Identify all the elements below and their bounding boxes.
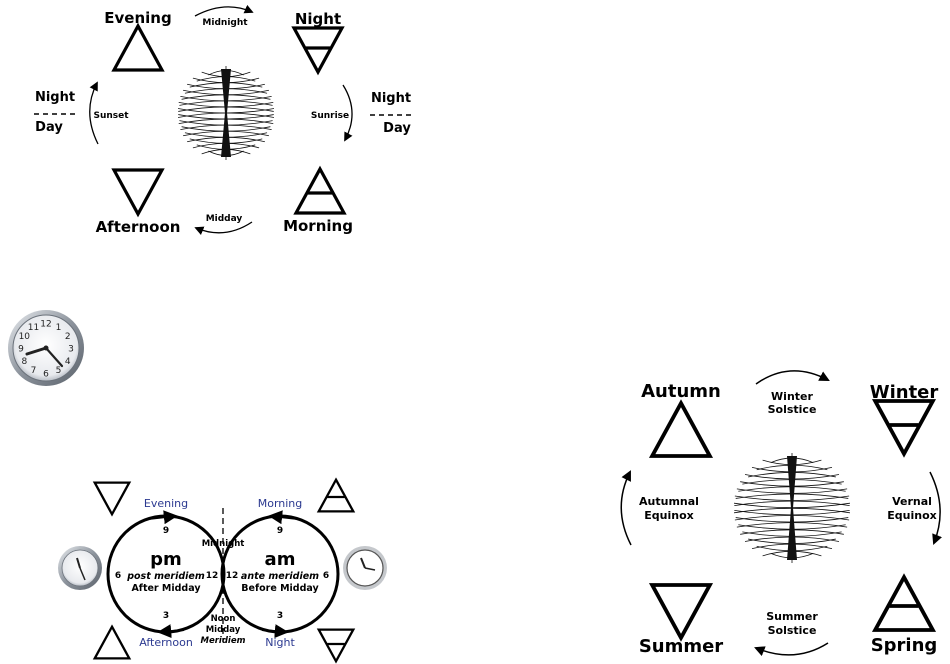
- am-title: am: [265, 549, 296, 570]
- pm-clock-icon: [58, 546, 102, 590]
- am-number-3: 3: [277, 611, 283, 621]
- night-label: Night: [295, 10, 341, 28]
- pm-evening-label: Evening: [144, 497, 188, 510]
- am-meaning: Before Midday: [241, 583, 319, 594]
- vernal-equinox-arrow: [929, 471, 942, 545]
- clock-number-1: 1: [56, 323, 62, 333]
- autumn-label: Autumn: [641, 381, 721, 402]
- clock-number-10: 10: [19, 332, 31, 342]
- clock-number-4: 4: [65, 357, 71, 367]
- air-triangle-icon-spring: [873, 575, 935, 632]
- spiral-axis: [221, 69, 231, 157]
- sunrise-arrow: [342, 84, 353, 142]
- midday-center-label: Midday: [206, 625, 241, 635]
- morning-label: Morning: [283, 217, 353, 235]
- meridiem-label: Meridiem: [201, 636, 246, 646]
- spiral-axis: [787, 456, 797, 560]
- clock-number-2: 2: [65, 332, 71, 342]
- am-morning-label: Morning: [258, 497, 303, 510]
- earth-triangle-icon-am-bottom: [317, 628, 355, 663]
- midday-arrow: [194, 221, 253, 235]
- fire-triangle-icon-autumn: [650, 401, 712, 458]
- clock-number-8: 8: [21, 357, 27, 367]
- pm-latin: post meridiem: [126, 571, 205, 582]
- fire-triangle-icon: [112, 24, 164, 72]
- seasons-diagram: Autumn Winter Summer Spring Winter Solst…: [620, 370, 942, 657]
- summer-solstice-label-2: Solstice: [768, 624, 817, 637]
- winter-solstice-label-2: Solstice: [768, 403, 817, 416]
- clock-number-12: 12: [40, 320, 51, 330]
- ampm-diagram: Evening Afternoon Morning Night 9 6 12 3…: [58, 478, 387, 663]
- water-triangle-icon-summer: [650, 583, 712, 640]
- clock-number-11: 11: [28, 323, 39, 333]
- winter-solstice-arrow: [755, 370, 830, 385]
- pm-number-6: 6: [115, 571, 121, 581]
- evening-label: Evening: [104, 9, 171, 27]
- autumnal-label-1: Autumnal: [639, 495, 699, 508]
- sunset-label: Sunset: [93, 111, 129, 121]
- earth-triangle-icon: [292, 26, 344, 74]
- pm-meaning: After Midday: [131, 583, 201, 594]
- right-day-label: Day: [383, 121, 411, 136]
- midnight-label: Midnight: [202, 18, 248, 28]
- vernal-label-2: Equinox: [887, 509, 936, 522]
- spring-label: Spring: [871, 635, 938, 656]
- noon-label: Noon: [211, 614, 236, 624]
- afternoon-label: Afternoon: [96, 218, 181, 236]
- sunset-arrow: [89, 81, 99, 145]
- hour-hand: [25, 346, 48, 356]
- clock-number-5: 5: [56, 366, 62, 376]
- air-triangle-icon-am-top: [317, 478, 355, 513]
- winter-label: Winter: [870, 382, 939, 403]
- am-latin: ante meridiem: [241, 571, 319, 582]
- spiral-globe-icon-seasons: [733, 452, 851, 564]
- earth-triangle-icon-winter: [873, 399, 935, 456]
- vernal-label-1: Vernal: [892, 495, 932, 508]
- summer-label: Summer: [639, 636, 723, 657]
- pm-number-9: 9: [163, 526, 169, 536]
- minute-hand: [44, 346, 64, 368]
- am-number-9: 9: [277, 526, 283, 536]
- am-night-label: Night: [265, 636, 295, 649]
- pm-number-12: 12: [206, 571, 219, 581]
- water-triangle-icon: [112, 168, 164, 216]
- clock-number-9: 9: [18, 345, 24, 355]
- right-night-label: Night: [371, 91, 411, 106]
- midnight-arrow: [194, 4, 254, 17]
- clock-number-6: 6: [43, 370, 49, 380]
- fire-triangle-icon-pm-bottom: [93, 625, 131, 660]
- midnight-center-label: Midnight: [202, 539, 245, 549]
- am-number-6: 6: [323, 571, 329, 581]
- clock-number-3: 3: [68, 345, 74, 355]
- pm-number-3: 3: [163, 611, 169, 621]
- midday-label: Midday: [206, 214, 243, 224]
- spiral-globe-icon: [177, 66, 275, 160]
- left-day-label: Day: [35, 120, 63, 135]
- water-triangle-icon-pm-top: [93, 481, 131, 516]
- clock-number-7: 7: [31, 366, 37, 376]
- autumnal-equinox-arrow: [620, 470, 632, 546]
- pm-afternoon-label: Afternoon: [139, 636, 193, 649]
- pm-title: pm: [150, 549, 182, 570]
- sunrise-label: Sunrise: [311, 111, 349, 121]
- summer-solstice-arrow: [754, 642, 829, 657]
- summer-solstice-label-1: Summer: [766, 610, 818, 623]
- winter-solstice-label-1: Winter: [771, 390, 813, 403]
- am-number-12: 12: [226, 571, 239, 581]
- left-night-label: Night: [35, 90, 75, 105]
- day-cycle-diagram: Evening Night Afternoon Morning Midnight…: [34, 4, 412, 236]
- air-triangle-icon: [294, 167, 346, 215]
- am-clock-icon: [343, 546, 387, 590]
- autumnal-label-2: Equinox: [644, 509, 693, 522]
